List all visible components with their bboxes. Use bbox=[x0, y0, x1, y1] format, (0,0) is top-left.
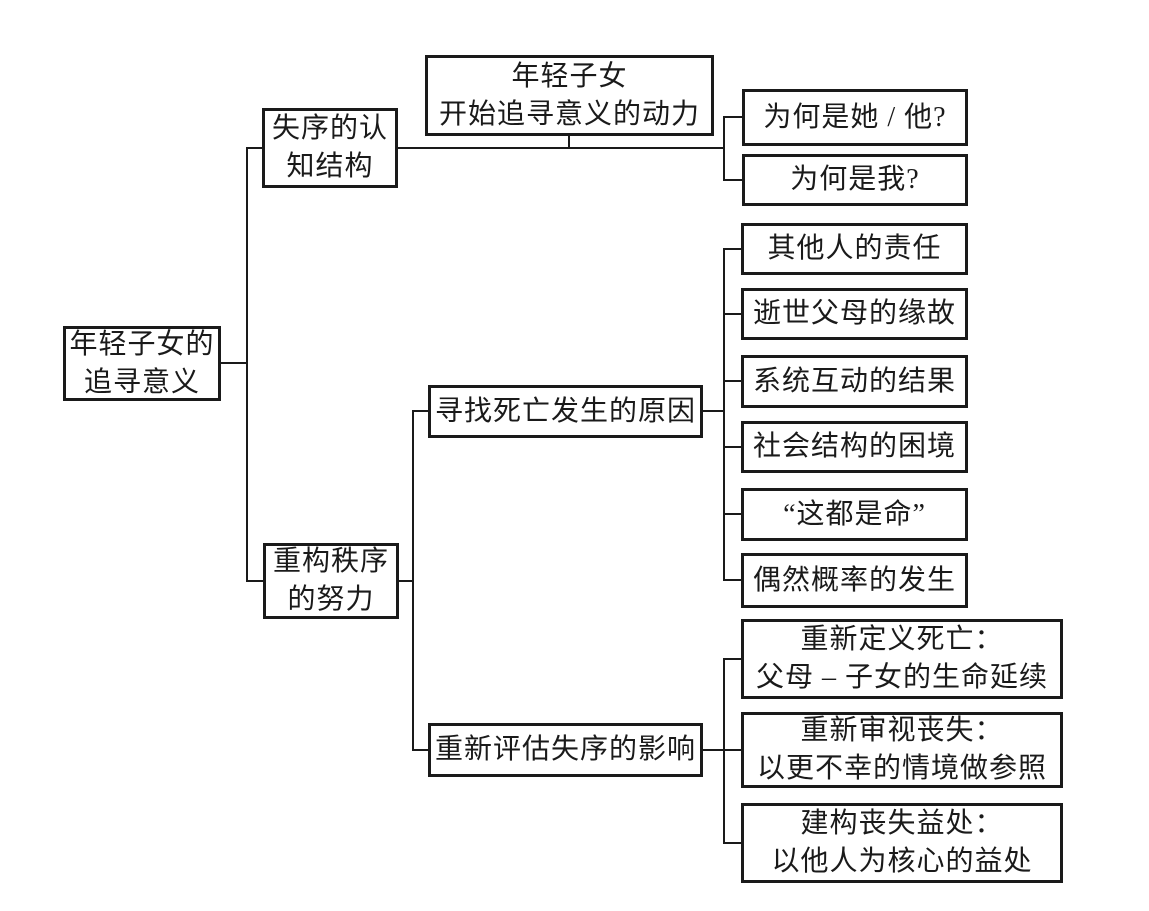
connector-findcause-to-bracket bbox=[703, 410, 723, 412]
connector-to-cause-chance bbox=[723, 579, 741, 581]
connector-to-reassess bbox=[412, 749, 428, 751]
connector-to-review bbox=[723, 749, 741, 751]
connector-to-cause-parents bbox=[723, 313, 741, 315]
connector-causes-bracket bbox=[723, 248, 725, 581]
node-redefine-death: 重新定义死亡： 父母 – 子女的生命延续 bbox=[741, 619, 1063, 699]
connector-to-cause-fate bbox=[723, 513, 741, 515]
node-cause-system-interaction: 系统互动的结果 bbox=[741, 355, 968, 408]
connector-rebuild-bracket bbox=[412, 410, 414, 750]
node-disordered-cognitive-structure: 失序的认 知结构 bbox=[262, 108, 398, 188]
node-construct-loss-benefit: 建构丧失益处： 以他人为核心的益处 bbox=[741, 803, 1063, 883]
node-cause-fate: “这都是命” bbox=[741, 488, 968, 541]
connector-motive-tick bbox=[568, 135, 570, 149]
connector-root-to-trunk bbox=[220, 362, 248, 364]
connector-trunk-to-disorder bbox=[246, 147, 262, 149]
connector-reassess-to-bracket bbox=[703, 749, 723, 751]
node-cause-deceased-parents: 逝世父母的缘故 bbox=[741, 288, 968, 340]
node-why-her-him: 为何是她 / 他? bbox=[742, 89, 968, 146]
node-review-loss: 重新审视丧失： 以更不幸的情境做参照 bbox=[741, 712, 1063, 788]
connector-to-redefine bbox=[723, 658, 741, 660]
connector-to-cause-society bbox=[723, 446, 741, 448]
node-cause-random-chance: 偶然概率的发生 bbox=[741, 553, 968, 608]
connector-to-why-me bbox=[723, 179, 742, 181]
node-effort-to-rebuild-order: 重构秩序 的努力 bbox=[263, 543, 399, 619]
node-root: 年轻子女的 追寻意义 bbox=[63, 326, 221, 401]
connector-disorder-to-questions bbox=[397, 147, 725, 149]
node-cause-others-responsibility: 其他人的责任 bbox=[741, 223, 968, 275]
connector-to-cause-system bbox=[723, 380, 741, 382]
connector-trunk-to-rebuild bbox=[246, 580, 263, 582]
connector-to-construct bbox=[723, 842, 741, 844]
connector-reassess-bracket bbox=[723, 658, 725, 844]
connector-rebuild-to-bracket bbox=[398, 580, 413, 582]
connector-trunk-vertical bbox=[246, 147, 248, 582]
node-find-cause-of-death: 寻找死亡发生的原因 bbox=[428, 385, 703, 438]
node-cause-social-structure: 社会结构的困境 bbox=[741, 421, 968, 473]
connector-to-why-other bbox=[723, 116, 742, 118]
connector-questions-bracket bbox=[723, 117, 725, 181]
node-motive-to-seek-meaning: 年轻子女 开始追寻意义的动力 bbox=[425, 55, 714, 136]
node-reassess-disorder-impact: 重新评估失序的影响 bbox=[428, 723, 703, 777]
connector-to-cause-others bbox=[723, 248, 741, 250]
connector-to-find-cause bbox=[412, 410, 428, 412]
node-why-me: 为何是我? bbox=[742, 154, 968, 206]
